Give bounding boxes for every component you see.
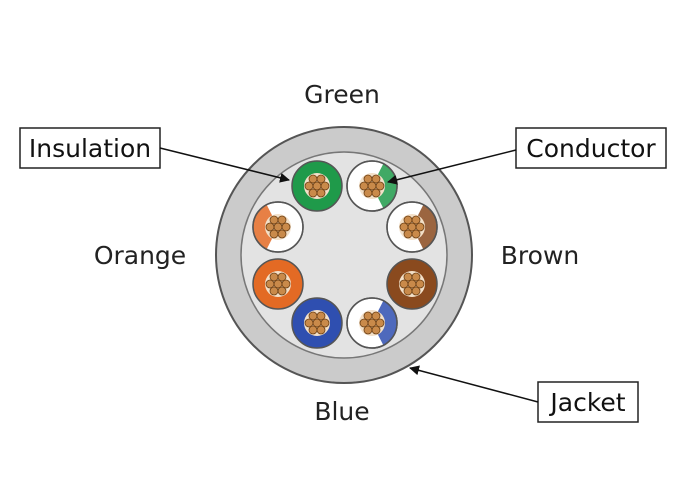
conductor-strand (277, 229, 287, 239)
conductor-strand (269, 272, 279, 282)
conductor-strand (399, 222, 409, 232)
jacket-arrow (409, 365, 539, 403)
conductor-strand (281, 222, 291, 232)
jacket-inner (240, 151, 448, 359)
conductor-strand (363, 325, 373, 335)
conductor-strand (399, 279, 409, 289)
wire-group (252, 160, 438, 349)
insulation-arrow (159, 147, 290, 183)
label-green: Green (304, 80, 380, 109)
conductor-strand (415, 279, 425, 289)
conductor-strand (371, 174, 381, 184)
wire-outline (252, 201, 304, 253)
wire-brown-solid (386, 258, 438, 310)
conductor-strand (371, 188, 381, 198)
conductor-strand (411, 286, 421, 296)
conductor-strand (265, 279, 275, 289)
label-brown: Brown (501, 241, 579, 270)
wire-outline (386, 201, 438, 253)
conductor-strand (363, 188, 373, 198)
conductor-strand (269, 215, 279, 225)
conductor-strand (375, 181, 385, 191)
conductor-strand (277, 272, 287, 282)
conductor-strand (411, 229, 421, 239)
conductor-strand (403, 272, 413, 282)
conductor-callout-label: Conductor (526, 134, 656, 163)
conductor-strand (363, 311, 373, 321)
wire-blue-striped (346, 297, 398, 349)
conductor-strand (308, 325, 318, 335)
conductor-strand (277, 286, 287, 296)
wire-green-striped (346, 160, 398, 212)
conductor-strand (269, 229, 279, 239)
wire-orange-striped (252, 201, 304, 253)
conductor-strand (371, 325, 381, 335)
conductor-strand (281, 279, 291, 289)
conductor-strand (375, 318, 385, 328)
conductor-strand (411, 272, 421, 282)
conductor-strand (320, 318, 330, 328)
jacket-callout-label: Jacket (548, 388, 625, 417)
conductor-arrow (387, 149, 517, 185)
conductor-strand (316, 325, 326, 335)
conductor-strand (371, 311, 381, 321)
conductor-strand (308, 311, 318, 321)
conductor-strand (320, 181, 330, 191)
conductor-strand (403, 215, 413, 225)
label-orange: Orange (94, 241, 186, 270)
conductor-strand (316, 188, 326, 198)
conductor-strand (363, 174, 373, 184)
conductor-strand (316, 174, 326, 184)
insulation-callout-box (19, 127, 161, 169)
conductor-strand (411, 215, 421, 225)
wire-blue-solid (291, 297, 343, 349)
conductor-strand (316, 311, 326, 321)
conductor-strand (308, 174, 318, 184)
conductor-strand (304, 181, 314, 191)
conductor-strand (403, 229, 413, 239)
conductor-strand (403, 286, 413, 296)
conductor-strand (415, 222, 425, 232)
wire-orange-solid (252, 258, 304, 310)
wire-outline (346, 160, 398, 212)
label-blue: Blue (314, 397, 369, 426)
conductor-strand (265, 222, 275, 232)
conductor-strand (308, 188, 318, 198)
wire-outline (346, 297, 398, 349)
insulation-callout-label: Insulation (29, 134, 151, 163)
conductor-strand (304, 318, 314, 328)
conductor-strand (269, 286, 279, 296)
conductor-strand (277, 215, 287, 225)
conductor-callout-box (515, 127, 667, 169)
conductor-strand (359, 181, 369, 191)
conductor-strand (359, 318, 369, 328)
wire-green-solid (291, 160, 343, 212)
wire-brown-striped (386, 201, 438, 253)
